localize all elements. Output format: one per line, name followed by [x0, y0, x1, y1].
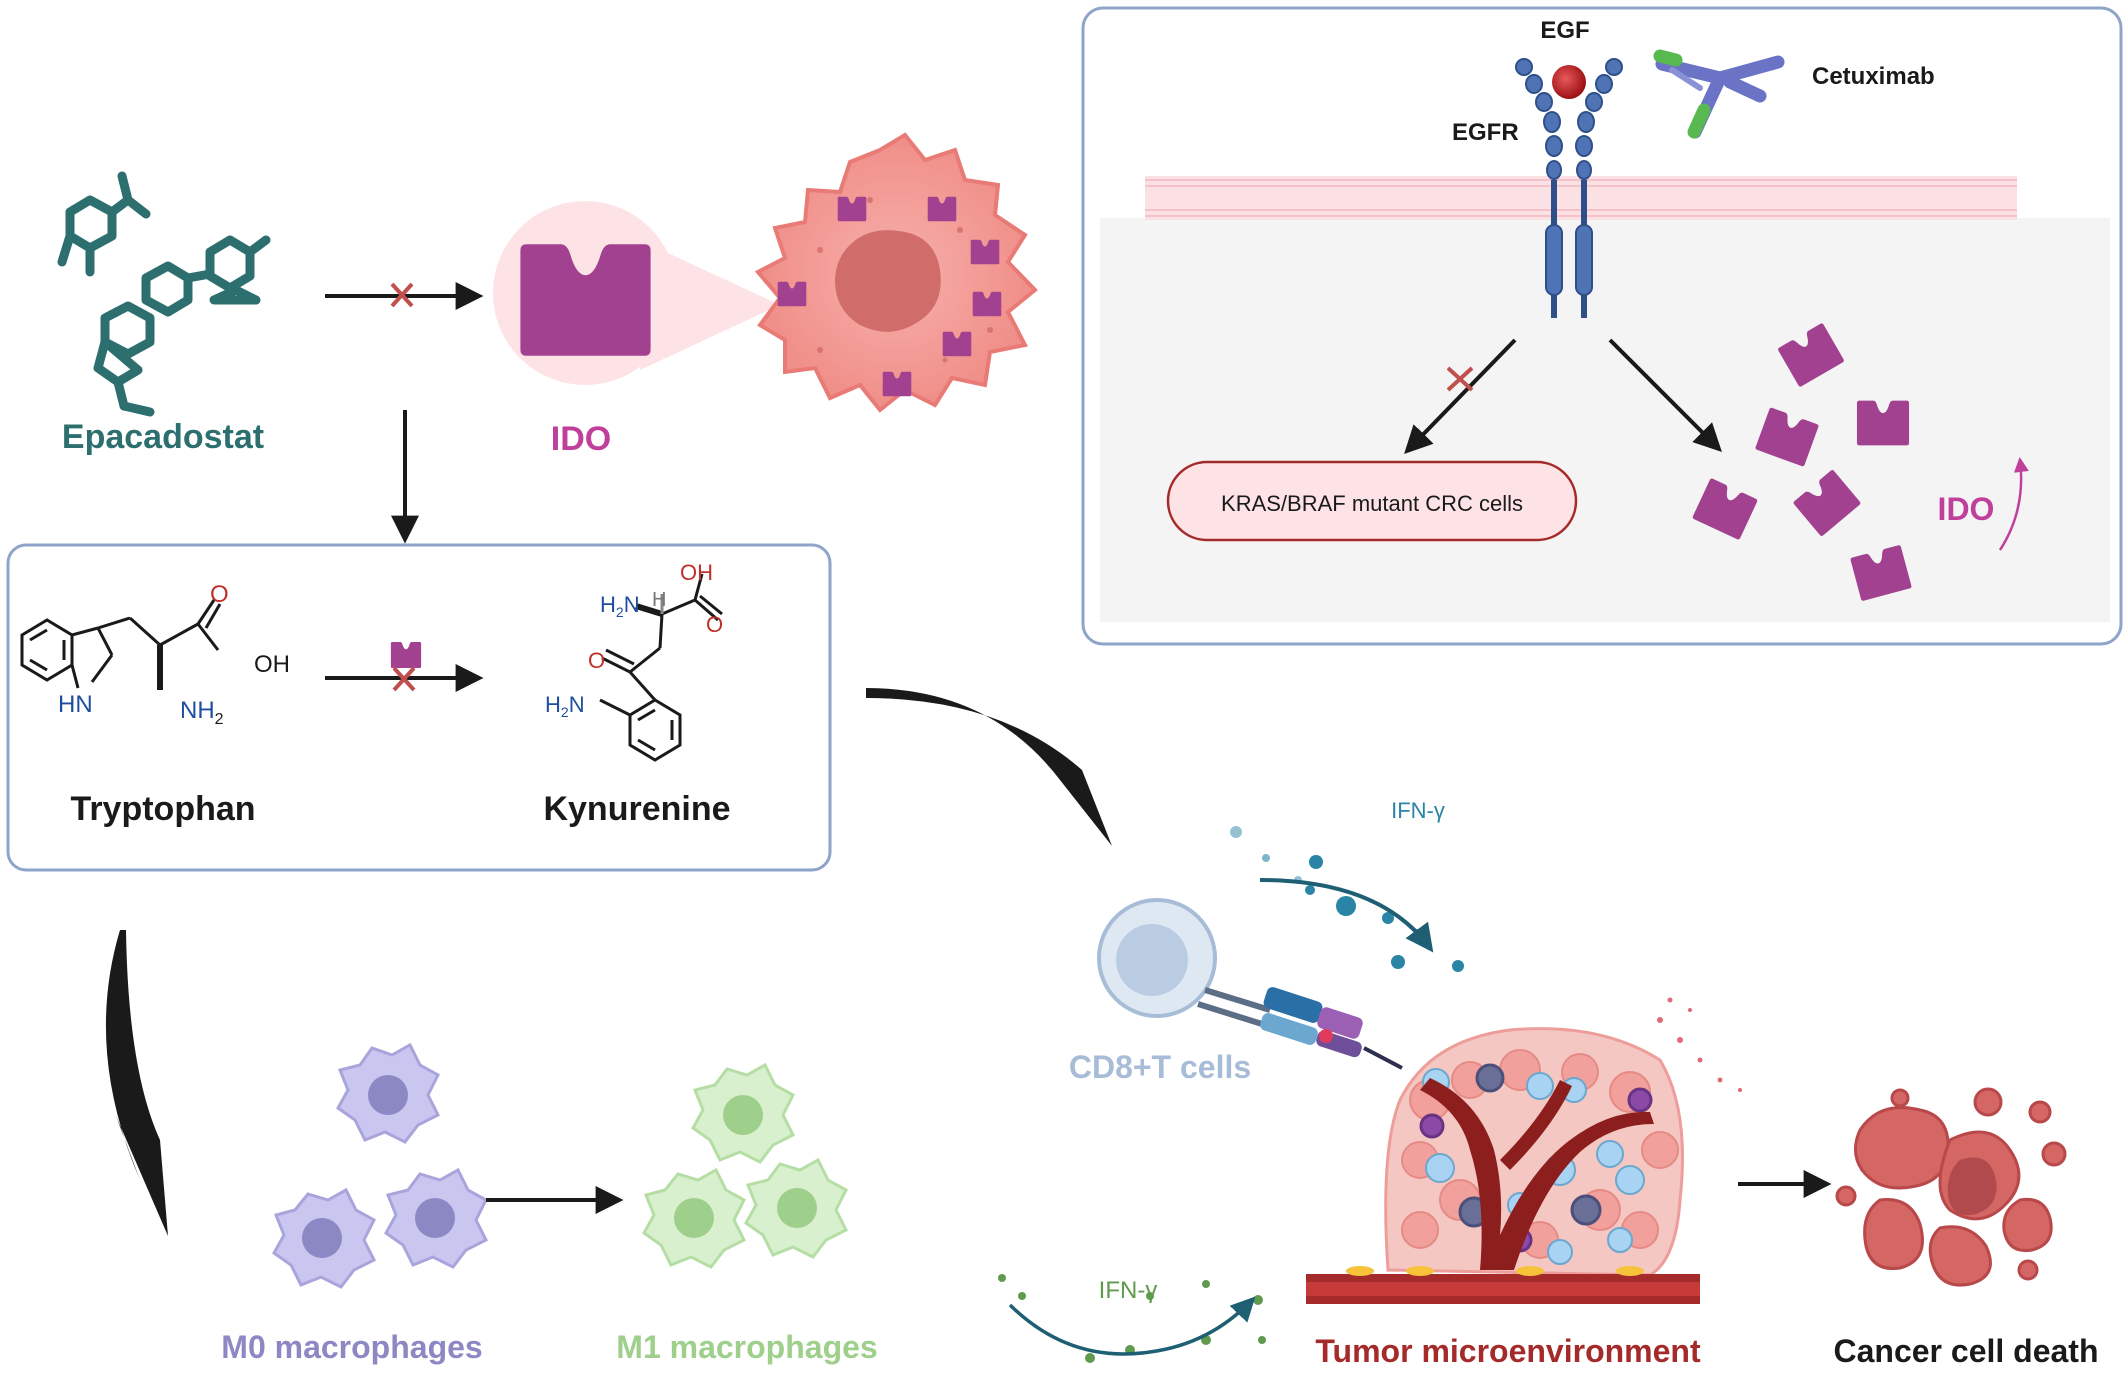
curved-arrow-to-tcells — [866, 688, 1112, 846]
egfr-to-kras-arrow — [1404, 338, 1517, 455]
dead-cell-nucleus — [1947, 1157, 1997, 1216]
epacadostat-molecule-icon — [57, 171, 271, 417]
epacadostat-label: Epacadostat — [62, 418, 264, 456]
trp-nh2-label: NH2 — [180, 697, 224, 728]
zoom-wedge — [640, 240, 780, 370]
kyn-o-keto-label: O — [588, 648, 605, 673]
inhibition-x-icon — [392, 666, 416, 692]
inhibition-x-icon — [390, 282, 414, 308]
egfr-label: EGFR — [1452, 119, 1519, 146]
ido-increase-arrow — [1998, 457, 2029, 551]
tryptophan-label: Tryptophan — [70, 790, 255, 828]
m1-label: M1 macrophages — [616, 1329, 877, 1365]
kyn-o-acid-label: O — [706, 612, 723, 637]
ifn-gamma-arrow-top — [1259, 878, 1434, 953]
m1-macrophage-icon — [642, 1062, 849, 1269]
cd8-t-cell-icon — [1097, 898, 1271, 1027]
cetuximab-label: Cetuximab — [1812, 63, 1935, 90]
cytoplasm-region — [1100, 218, 2110, 622]
tme-label: Tumor microenvironment — [1315, 1333, 1701, 1369]
kyn-oh-label: OH — [680, 560, 713, 585]
tumor-microenvironment-icon — [1306, 997, 1742, 1304]
metabolism-box — [6, 543, 832, 872]
trp-oxygen-label: O — [210, 581, 229, 608]
inhibition-x-icon — [1446, 366, 1474, 392]
trp-oh-label: OH — [254, 651, 290, 678]
ifn-gamma-arrow-bottom — [1008, 1296, 1256, 1356]
curved-arrow-to-macrophages — [105, 930, 168, 1236]
kynurenine-label: Kynurenine — [543, 790, 730, 828]
cetuximab-antibody-icon — [1653, 49, 1785, 139]
kynurenine-structure-icon — [599, 573, 723, 762]
m0-macrophage-icon — [272, 1042, 489, 1289]
ifn-gamma-label-bottom: IFN-γ — [1099, 1277, 1158, 1304]
m0-label: M0 macrophages — [221, 1329, 482, 1365]
cd8-label: CD8+T cells — [1069, 1049, 1251, 1085]
egf-ligand-icon — [1552, 65, 1586, 99]
ido-increase-label: IDO — [1938, 491, 1995, 527]
cancer-cell-icon — [754, 132, 1038, 413]
ifn-gamma-label-top: IFN-γ — [1391, 798, 1445, 823]
kyn-h2n-ring-label: H2N — [545, 692, 585, 720]
egfr-receptor-icon — [1515, 58, 1623, 318]
kyn-h-label: H — [652, 589, 666, 611]
kyn-h2n-alpha-label: H2N — [600, 592, 640, 620]
kras-braf-label: KRAS/BRAF mutant CRC cells — [1221, 491, 1523, 516]
egf-label: EGF — [1540, 17, 1589, 44]
ifn-gamma-dots-bottom — [998, 1274, 1266, 1363]
tcr-complex-icon — [1260, 987, 1403, 1070]
tryptophan-structure-icon — [20, 599, 222, 690]
death-label: Cancer cell death — [1834, 1333, 2099, 1369]
trp-hn-label: HN — [58, 691, 93, 718]
kras-braf-pill — [1166, 460, 1578, 542]
ifn-gamma-dots-top — [1230, 826, 1464, 972]
ido-label: IDO — [551, 420, 611, 458]
egfr-to-ido-arrow — [1608, 338, 1722, 452]
